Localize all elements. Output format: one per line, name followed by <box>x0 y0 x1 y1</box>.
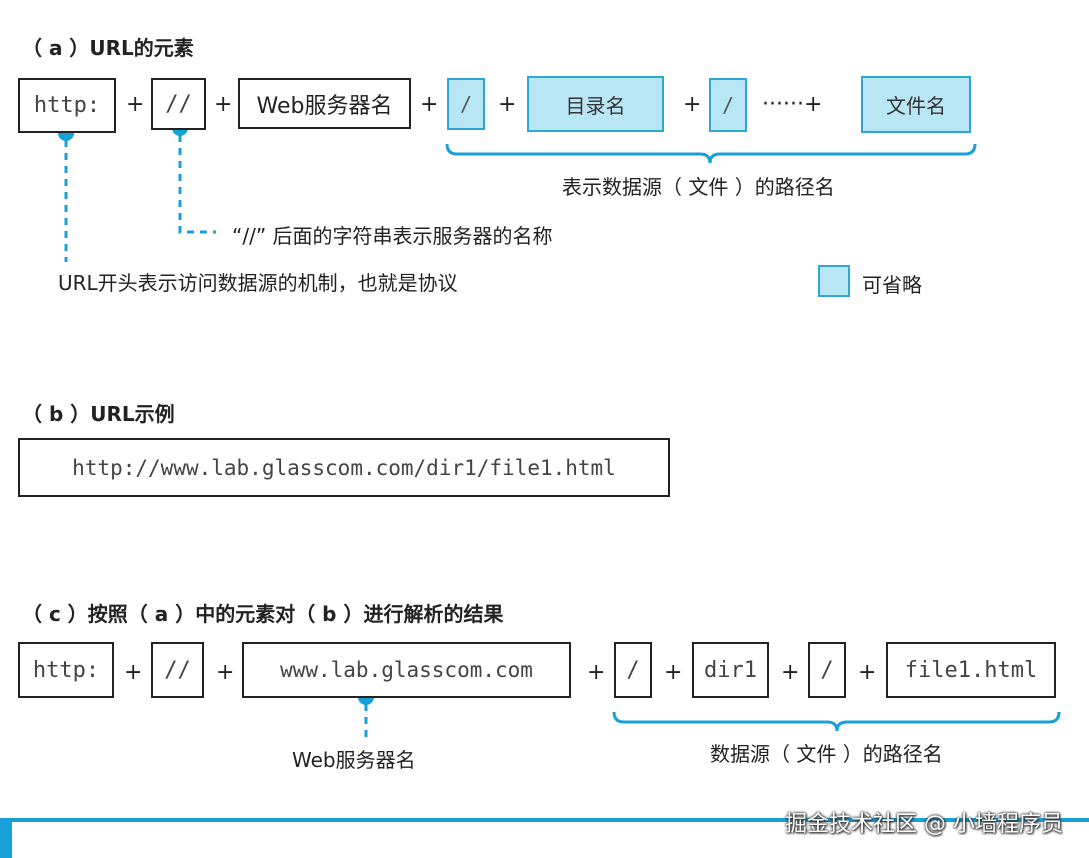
scheme-note: URL开头表示访问数据源的机制，也就是协议 <box>58 271 458 295</box>
slash-box-optional: / <box>709 78 747 132</box>
slash-box: / <box>614 642 652 698</box>
path-brace-a <box>445 143 977 164</box>
plus-sign: + <box>214 92 233 117</box>
path-label-c: 数据源（ 文件 ）的路径名 <box>710 742 943 766</box>
plus-sign: + <box>858 660 877 685</box>
scheme-box: http: <box>18 78 116 133</box>
slash-box: / <box>808 642 846 698</box>
directory-box: dir1 <box>692 642 769 698</box>
legend-swatch <box>818 265 850 297</box>
plus-sign: + <box>124 660 143 685</box>
section-c-title: （ c ）按照（ a ）中的元素对（ b ）进行解析的结果 <box>22 602 504 626</box>
legend-label: 可省略 <box>862 273 922 297</box>
watermark: 掘金技术社区 @ 小墙程序员 <box>785 812 1063 837</box>
file-box: file1.html <box>886 642 1056 698</box>
url-example-box: http://www.lab.glasscom.com/dir1/file1.h… <box>18 438 670 497</box>
path-brace-c <box>612 711 1061 732</box>
plus-sign: + <box>126 92 145 117</box>
slash-box-optional: / <box>447 78 485 130</box>
bottom-accent-block <box>0 818 12 858</box>
plus-sign: + <box>420 92 439 117</box>
section-b-title: （ b ）URL示例 <box>22 402 175 426</box>
double-slash-box: // <box>151 78 206 130</box>
server-label-c: Web服务器名 <box>292 748 416 772</box>
plus-sign: + <box>587 660 606 685</box>
path-label-a: 表示数据源（ 文件 ）的路径名 <box>562 175 835 199</box>
plus-sign: + <box>683 92 702 117</box>
bottom-accent-bar <box>0 818 1089 822</box>
plus-sign: + <box>216 660 235 685</box>
slash-leader-line <box>178 135 216 234</box>
plus-sign: + <box>498 92 517 117</box>
file-name-box: 文件名 <box>861 76 971 133</box>
slash-note: “//” 后面的字符串表示服务器的名称 <box>232 224 553 248</box>
scheme-box: http: <box>18 642 114 698</box>
section-a-title: （ a ）URL的元素 <box>22 36 194 60</box>
directory-name-box: 目录名 <box>527 76 664 132</box>
plus-sign: + <box>664 660 683 685</box>
double-slash-box: // <box>151 642 204 698</box>
ellipsis-plus: ······+ <box>762 92 823 117</box>
plus-sign: + <box>781 660 800 685</box>
server-name-box: www.lab.glasscom.com <box>242 642 571 698</box>
web-server-name-box: Web服务器名 <box>238 78 411 129</box>
